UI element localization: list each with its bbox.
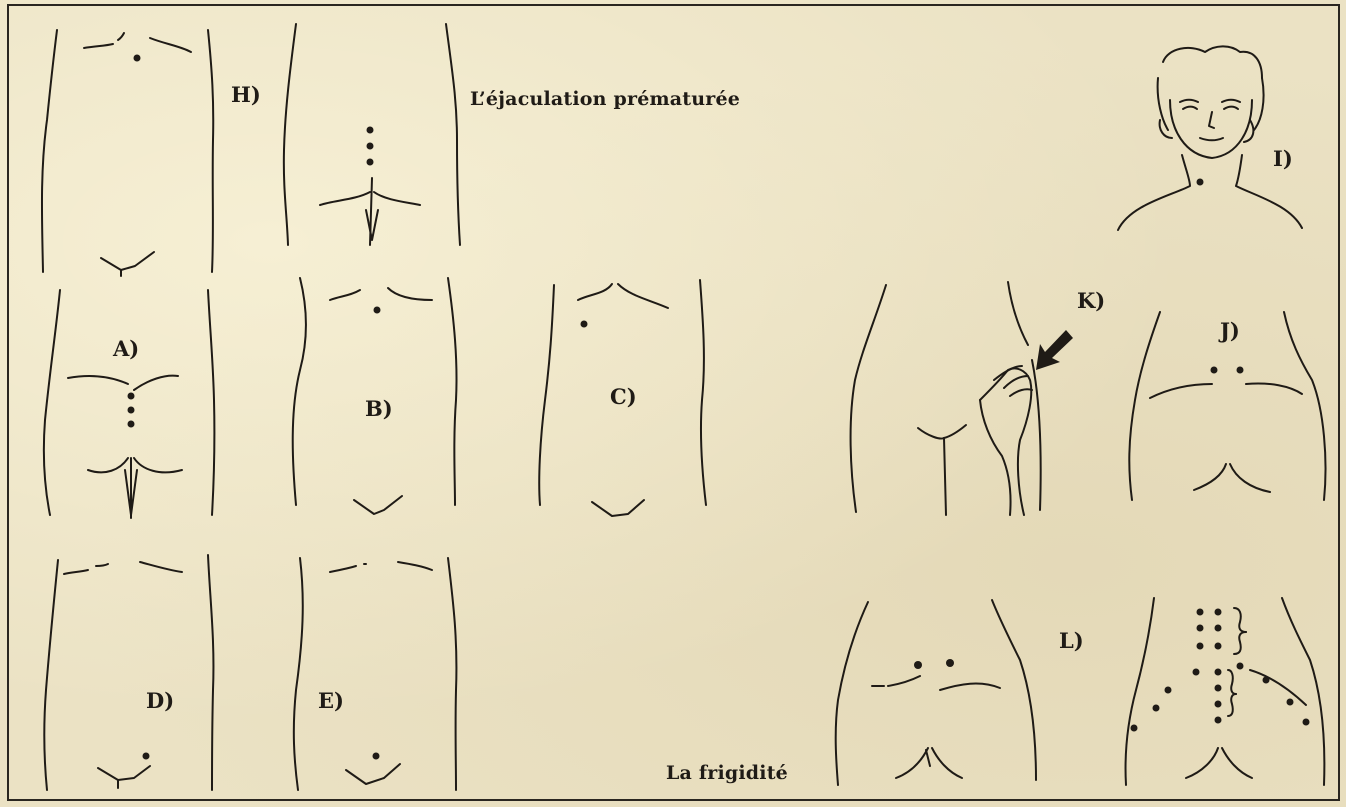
acupoint-dot xyxy=(373,753,380,760)
acupoint-dot xyxy=(1215,685,1222,692)
label-c: C) xyxy=(610,384,637,409)
torso-h-left xyxy=(42,30,213,276)
torso-e xyxy=(294,558,457,790)
head-neck-i xyxy=(1118,46,1302,230)
acupoint-dot xyxy=(1197,609,1204,616)
acupoint-dot xyxy=(1197,625,1204,632)
acupoint-dot xyxy=(1215,625,1222,632)
acupoint-dot xyxy=(374,307,381,314)
acupoint-dot xyxy=(1193,669,1200,676)
acupoint-dot xyxy=(1211,367,1218,374)
label-d: D) xyxy=(146,688,174,713)
torso-a xyxy=(44,290,215,518)
torso-k xyxy=(851,282,1073,515)
acupoint-dot xyxy=(1131,725,1138,732)
label-k: K) xyxy=(1077,288,1105,313)
acupoint-dot xyxy=(1287,699,1294,706)
heading-frigidity: La frigidité xyxy=(666,762,788,784)
heading-ejaculation: L’éjaculation prématurée xyxy=(470,88,740,110)
acupoint-dot xyxy=(128,407,135,414)
acupoint-dot xyxy=(1215,643,1222,650)
acupoint-dot xyxy=(1215,701,1222,708)
acupoint-dot xyxy=(128,421,135,428)
acupoint-dot xyxy=(367,159,374,166)
label-i: I) xyxy=(1273,146,1293,171)
torso-l-left xyxy=(836,600,1036,785)
acupoint-dot xyxy=(1197,643,1204,650)
acupoint-dot xyxy=(946,659,954,667)
acupoint-dot xyxy=(1215,609,1222,616)
acupoint-dot xyxy=(134,55,141,62)
acupoint-dot xyxy=(1303,719,1310,726)
acupoint-dot xyxy=(143,753,150,760)
acupoint-dot xyxy=(581,321,588,328)
acupoint-dot xyxy=(1237,367,1244,374)
acupoint-dot xyxy=(367,143,374,150)
acupoint-dot xyxy=(128,393,135,400)
acupoint-dot xyxy=(1215,669,1222,676)
acupoint-dot xyxy=(1263,677,1270,684)
torso-h-right xyxy=(284,24,460,245)
acupoint-dot xyxy=(1197,179,1204,186)
acupoint-dot xyxy=(914,661,922,669)
acupoint-dot xyxy=(1237,663,1244,670)
label-h: H) xyxy=(231,82,261,107)
label-a: A) xyxy=(113,336,139,361)
arrow-icon xyxy=(1036,330,1073,370)
label-j: J) xyxy=(1220,318,1240,343)
acupoint-dot xyxy=(1215,717,1222,724)
torso-d xyxy=(44,555,213,790)
label-e: E) xyxy=(318,688,344,713)
label-l: L) xyxy=(1059,628,1084,653)
acupoint-dot xyxy=(367,127,374,134)
label-b: B) xyxy=(365,396,393,421)
acupoint-dot xyxy=(1165,687,1172,694)
torso-l-right xyxy=(1125,598,1324,785)
acupoint-dot xyxy=(1153,705,1160,712)
